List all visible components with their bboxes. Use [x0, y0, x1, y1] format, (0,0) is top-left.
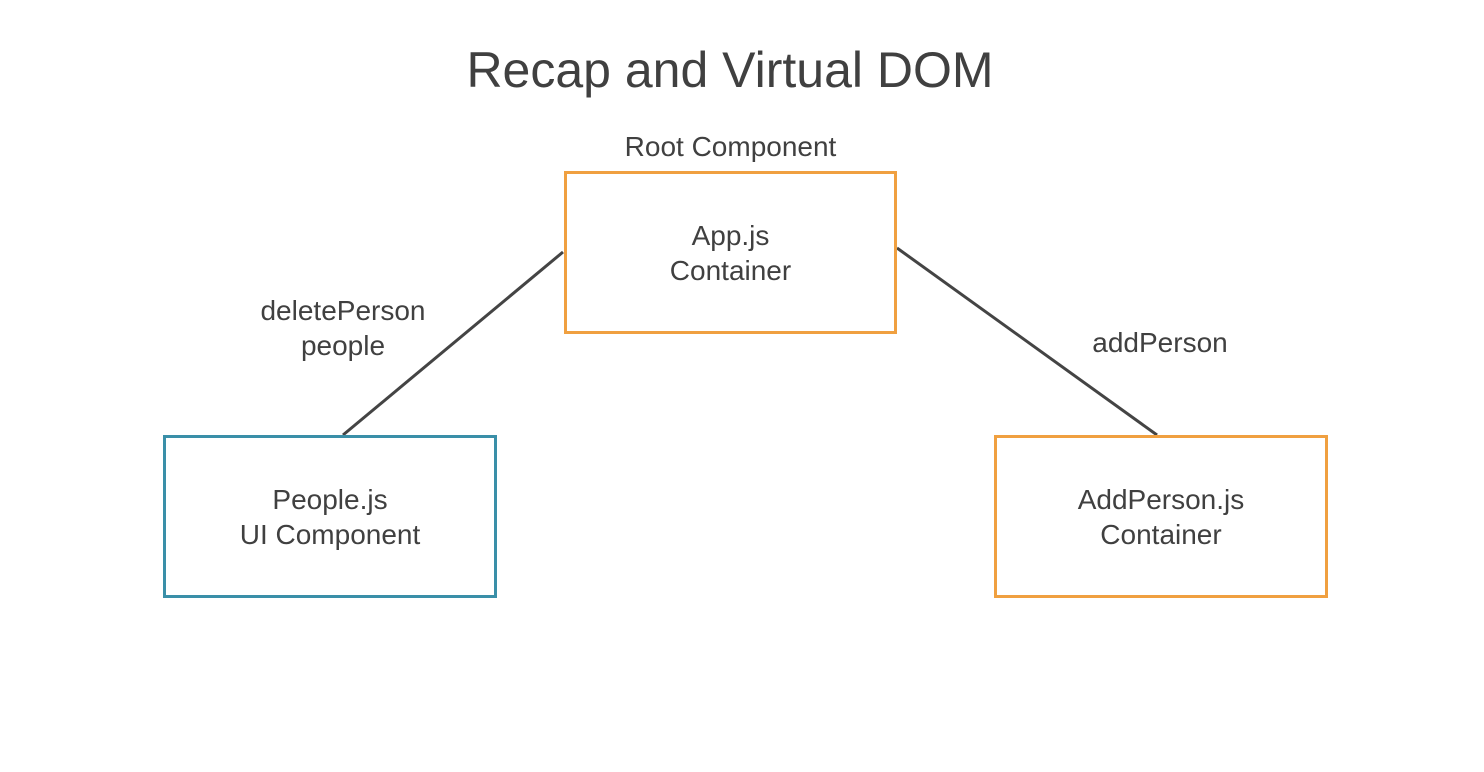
connector-app-to-add-person	[896, 246, 1158, 437]
people-js-node: People.js UI Component	[163, 435, 497, 598]
root-component-label: Root Component	[624, 131, 837, 162]
edge-label-app-to-add-person: addPerson	[1060, 325, 1260, 360]
app-js-node-name: App.js	[691, 219, 770, 251]
add-person-js-node-type: Container	[1100, 518, 1222, 550]
diagram-title: Recap and Virtual DOM	[466, 42, 994, 98]
add-person-js-node: AddPerson.js Container	[994, 435, 1328, 598]
edge-label-delete-person: deletePerson	[260, 295, 426, 326]
connector-app-to-people	[342, 250, 564, 437]
people-js-node-name: People.js	[272, 483, 388, 515]
edge-label-people: people	[300, 330, 386, 361]
edge-label-app-to-people: deletePerson people	[233, 293, 453, 363]
app-js-node: App.js Container	[564, 171, 897, 334]
app-js-node-type: Container	[669, 254, 792, 286]
add-person-js-node-name: AddPerson.js	[1077, 483, 1245, 515]
edge-label-add-person: addPerson	[1092, 327, 1228, 358]
people-js-node-type: UI Component	[239, 518, 421, 550]
